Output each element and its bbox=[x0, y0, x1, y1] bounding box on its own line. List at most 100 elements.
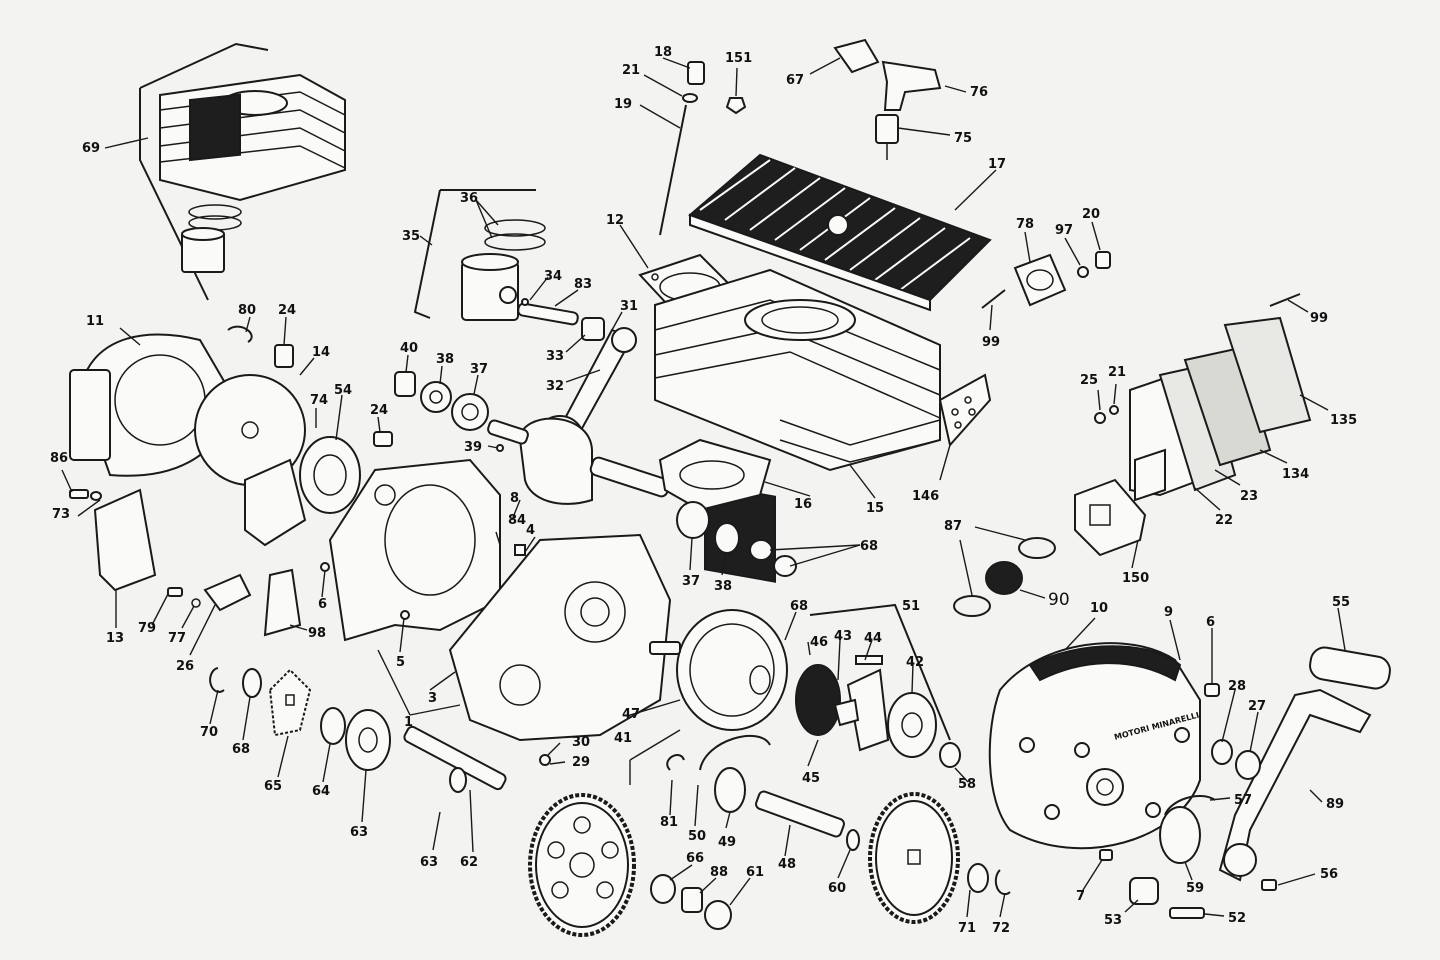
label-150: 150 bbox=[1122, 571, 1149, 586]
label-22: 22 bbox=[1215, 513, 1233, 528]
label-31: 31 bbox=[620, 299, 638, 314]
label-38b: 38 bbox=[714, 579, 732, 594]
primary-gear-part-41 bbox=[528, 793, 636, 937]
label-83: 83 bbox=[574, 277, 592, 292]
label-40: 40 bbox=[400, 341, 418, 356]
gudgeon-pin-part-83 bbox=[517, 298, 605, 341]
label-78: 78 bbox=[1016, 217, 1034, 232]
label-51: 51 bbox=[902, 599, 920, 614]
label-6b: 6 bbox=[1206, 615, 1215, 630]
label-3: 3 bbox=[428, 691, 437, 706]
label-72: 72 bbox=[992, 921, 1010, 936]
label-64: 64 bbox=[312, 784, 330, 799]
label-68c: 68 bbox=[232, 742, 250, 757]
stator-plate-part-14 bbox=[194, 325, 393, 547]
label-47: 47 bbox=[622, 707, 640, 722]
label-14: 14 bbox=[312, 345, 330, 360]
label-30: 30 bbox=[572, 735, 590, 750]
output-shaft-part-62 bbox=[209, 667, 507, 793]
label-45: 45 bbox=[802, 771, 820, 786]
label-26: 26 bbox=[176, 659, 194, 674]
label-57: 57 bbox=[1234, 793, 1252, 808]
label-63a: 63 bbox=[350, 825, 368, 840]
label-44: 44 bbox=[864, 631, 882, 646]
label-10: 10 bbox=[1090, 601, 1108, 616]
label-71: 71 bbox=[958, 921, 976, 936]
kickstart-lever-part-89 bbox=[1129, 646, 1391, 919]
label-75: 75 bbox=[954, 131, 972, 146]
left-crankcase-part-5 bbox=[320, 458, 501, 642]
label-84: 84 bbox=[508, 513, 526, 528]
label-17: 17 bbox=[988, 157, 1006, 172]
hose-clamp-part-87 bbox=[953, 537, 1056, 617]
label-66: 66 bbox=[686, 851, 704, 866]
label-61: 61 bbox=[746, 865, 764, 880]
label-50: 50 bbox=[688, 829, 706, 844]
label-29: 29 bbox=[572, 755, 590, 770]
label-8: 8 bbox=[510, 491, 519, 506]
label-24a: 24 bbox=[278, 303, 296, 318]
kickstart-shaft-part-48 bbox=[666, 735, 860, 851]
label-20: 20 bbox=[1082, 207, 1100, 222]
cylinder-assembly-part-69 bbox=[139, 42, 346, 301]
label-49: 49 bbox=[718, 835, 736, 850]
label-24b: 24 bbox=[370, 403, 388, 418]
label-1: 1 bbox=[404, 715, 413, 730]
label-151: 151 bbox=[725, 51, 752, 66]
label-11: 11 bbox=[86, 314, 104, 329]
label-62: 62 bbox=[460, 855, 478, 870]
cylinder-head-part-17 bbox=[688, 153, 992, 312]
label-48: 48 bbox=[778, 857, 796, 872]
label-80: 80 bbox=[238, 303, 256, 318]
label-73: 73 bbox=[52, 507, 70, 522]
label-16: 16 bbox=[794, 497, 812, 512]
intake-manifold-part-22 bbox=[1094, 316, 1312, 502]
label-88: 88 bbox=[710, 865, 728, 880]
label-68a: 68 bbox=[860, 539, 878, 554]
label-56: 56 bbox=[1320, 867, 1338, 882]
label-37b: 37 bbox=[682, 574, 700, 589]
label-134: 134 bbox=[1282, 467, 1309, 482]
label-5: 5 bbox=[396, 655, 405, 670]
label-32: 32 bbox=[546, 379, 564, 394]
label-25: 25 bbox=[1080, 373, 1098, 388]
label-54: 54 bbox=[334, 383, 352, 398]
label-13: 13 bbox=[106, 631, 124, 646]
reed-valve-part-146 bbox=[938, 373, 992, 448]
clutch-side-cover-part-10: MOTORI MINARELLI bbox=[988, 642, 1220, 861]
cylinder-stud-part-19 bbox=[659, 61, 747, 236]
label-60: 60 bbox=[828, 881, 846, 896]
label-42: 42 bbox=[906, 655, 924, 670]
main-bearings-left bbox=[394, 371, 504, 452]
label-146: 146 bbox=[912, 489, 939, 504]
label-86: 86 bbox=[50, 451, 68, 466]
label-55: 55 bbox=[1332, 595, 1350, 610]
spark-plug-part-75 bbox=[833, 38, 942, 160]
part-number-labels: 69 11 80 24 14 74 54 24 86 73 13 79 77 2… bbox=[50, 45, 1357, 936]
label-41: 41 bbox=[614, 731, 632, 746]
clutch-assembly-part-51 bbox=[795, 603, 961, 768]
label-65: 65 bbox=[264, 779, 282, 794]
label-9: 9 bbox=[1164, 605, 1173, 620]
label-37a: 37 bbox=[470, 362, 488, 377]
label-98: 98 bbox=[308, 626, 326, 641]
leader-lines bbox=[61, 57, 1346, 918]
base-gasket-part-16 bbox=[658, 438, 772, 512]
label-97: 97 bbox=[1055, 223, 1073, 238]
label-28: 28 bbox=[1228, 679, 1246, 694]
label-18: 18 bbox=[654, 45, 672, 60]
label-15: 15 bbox=[866, 501, 884, 516]
main-bearings-right bbox=[676, 501, 797, 577]
label-27: 27 bbox=[1248, 699, 1266, 714]
label-35: 35 bbox=[402, 229, 420, 244]
label-70: 70 bbox=[200, 725, 218, 740]
piston-kit-part-35 bbox=[413, 189, 546, 321]
crankshaft-and-con-rod-part-31 bbox=[487, 327, 671, 505]
label-68b: 68 bbox=[790, 599, 808, 614]
label-19: 19 bbox=[614, 97, 632, 112]
clutch-housing-part-47 bbox=[649, 609, 788, 731]
washers-bottom bbox=[650, 863, 1011, 930]
label-52: 52 bbox=[1228, 911, 1246, 926]
exhaust-flange-part-78 bbox=[981, 251, 1301, 309]
